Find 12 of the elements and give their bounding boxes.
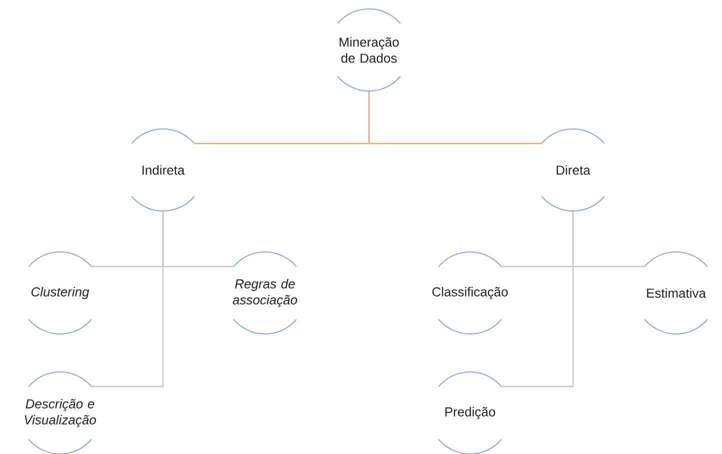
connector <box>92 211 164 388</box>
circle-node: Direta <box>541 128 605 212</box>
circle-node: Predição <box>438 372 502 454</box>
circle-node: Classificação <box>432 252 508 334</box>
connector <box>502 211 574 388</box>
circle-node: Clustering <box>28 252 92 334</box>
circle-node: Mineração de Dados <box>337 8 401 92</box>
circle-node: Regras de associação <box>232 252 298 334</box>
connector <box>368 91 542 144</box>
circle-node: Indireta <box>131 128 195 212</box>
circle-node: Estimativa <box>644 252 708 334</box>
circle-node: Descrição e Visualização <box>24 372 96 454</box>
